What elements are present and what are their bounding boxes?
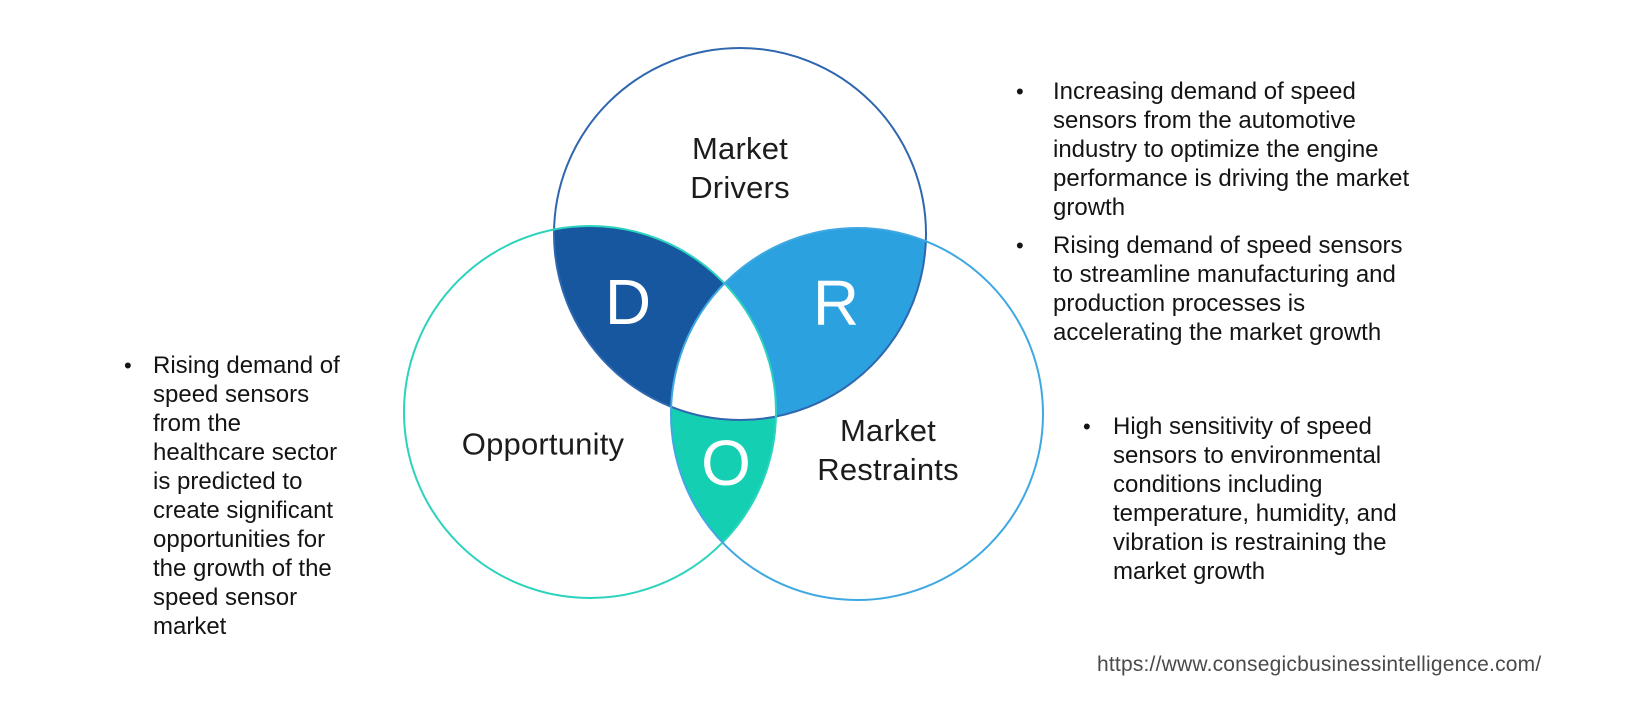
bullet-icon: • bbox=[1016, 233, 1024, 258]
drivers-note-text-1: Increasing demand of speed sensors from … bbox=[1053, 78, 1410, 221]
opportunity-notes-list: • Rising demand of speed sensors from th… bbox=[124, 351, 404, 641]
note-item: • Rising demand of speed sensors to stre… bbox=[1016, 231, 1486, 347]
drivers-note-text-2: Rising demand of speed sensors to stream… bbox=[1053, 232, 1403, 346]
source-url: https://www.consegicbusinessintelligence… bbox=[1097, 653, 1542, 676]
opportunity-circle-label: Opportunity bbox=[461, 426, 625, 462]
restraints-circle-outline bbox=[670, 227, 1044, 601]
drivers-letter: D bbox=[604, 266, 652, 338]
drivers-circle-label: Market Drivers bbox=[690, 131, 790, 205]
drivers-notes-list: • Increasing demand of speed sensors fro… bbox=[1016, 77, 1486, 347]
note-item: • Increasing demand of speed sensors fro… bbox=[1016, 77, 1486, 222]
opportunity-circle-outline bbox=[403, 225, 777, 599]
bullet-icon: • bbox=[124, 353, 132, 378]
note-item: • Rising demand of speed sensors from th… bbox=[124, 351, 404, 641]
restraints-notes-list: • High sensitivity of speed sensors to e… bbox=[1083, 412, 1483, 586]
bullet-icon: • bbox=[1016, 79, 1024, 104]
drivers-circle-outline bbox=[553, 47, 927, 421]
opportunity-letter: O bbox=[701, 427, 751, 499]
restraints-note-text: High sensitivity of speed sensors to env… bbox=[1113, 413, 1397, 585]
note-item: • High sensitivity of speed sensors to e… bbox=[1083, 412, 1483, 586]
bullet-icon: • bbox=[1083, 414, 1091, 439]
restraints-letter: R bbox=[812, 267, 860, 339]
opportunity-note-text: Rising demand of speed sensors from the … bbox=[153, 352, 340, 640]
restraints-circle-label: Market Restraints bbox=[817, 413, 959, 487]
